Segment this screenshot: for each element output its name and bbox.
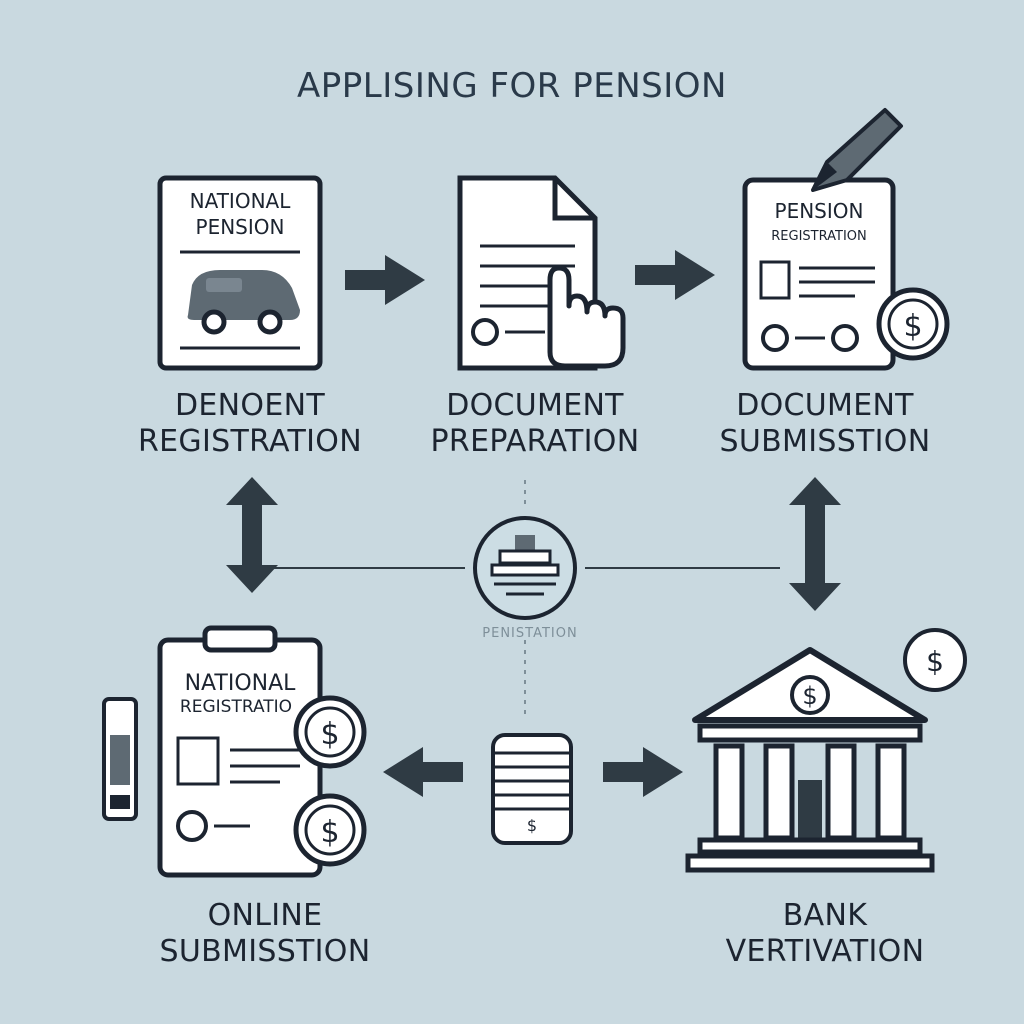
- step1-doc-title2: PENSION: [196, 215, 285, 239]
- step5-label-line2: VERTIVATION: [725, 934, 925, 969]
- clipboard-coins-icon: NATIONAL REGISTRATIO $ $: [157, 625, 367, 878]
- stamp-icon: [473, 516, 577, 620]
- arrow-right-icon: [345, 255, 425, 305]
- phone-icon: [102, 697, 138, 821]
- step4-label-line1: ONLINE: [207, 898, 323, 933]
- step5-label: BANK VERTIVATION: [690, 898, 960, 970]
- seal-icon: [471, 318, 499, 346]
- arrow-right-icon: [603, 747, 683, 797]
- step1-label-line2: REGISTRATION: [138, 424, 362, 459]
- step2-label: DOCUMENT PREPARATION: [400, 388, 670, 460]
- car-icon: [187, 270, 300, 335]
- step4-label: ONLINE SUBMISSTION: [130, 898, 400, 970]
- hand-pointer-icon: [547, 265, 626, 369]
- svg-text:$: $: [802, 682, 817, 710]
- money-stack-icon: $: [491, 733, 573, 845]
- svg-text:$: $: [320, 815, 339, 850]
- step1-label: DENOENT REGISTRATION: [110, 388, 390, 460]
- step1-doc-title1: NATIONAL: [190, 189, 292, 213]
- step5-label-line1: BANK: [782, 898, 868, 933]
- step4-doc-title2: REGISTRATIO: [180, 697, 292, 717]
- coin-icon: $: [903, 628, 967, 692]
- step3-label-line1: DOCUMENT: [736, 388, 914, 423]
- document-pen-icon: PENSION REGISTRATION $: [742, 108, 950, 371]
- diagram-title: APPLISING FOR PENSION: [297, 66, 727, 106]
- document-hand-icon: [457, 175, 626, 371]
- coin-icon: $: [293, 695, 367, 769]
- step4-doc-title1: NATIONAL: [185, 671, 297, 696]
- center-connector: [270, 480, 780, 720]
- pen-icon: [811, 108, 903, 192]
- svg-text:$: $: [926, 645, 944, 678]
- bank-icon: $: [685, 647, 935, 873]
- arrow-up-down-icon: [226, 477, 278, 593]
- arrow-up-down-icon: [789, 477, 841, 611]
- step1-label-line1: DENOENT: [175, 388, 325, 423]
- arrow-right-icon: [635, 250, 715, 300]
- svg-text:$: $: [320, 717, 339, 752]
- arrow-left-icon: [383, 747, 463, 797]
- coin-icon: $: [876, 287, 950, 361]
- svg-text:$: $: [903, 309, 922, 344]
- svg-text:$: $: [527, 816, 537, 835]
- step3-label: DOCUMENT SUBMISSTION: [690, 388, 960, 460]
- step4-label-line2: SUBMISSTION: [159, 934, 371, 969]
- document-car-icon: NATIONAL PENSION: [157, 175, 323, 371]
- center-caption: PENISTATION: [482, 626, 578, 641]
- step3-doc-title1: PENSION: [775, 199, 864, 223]
- step3-doc-title2: REGISTRATION: [771, 229, 866, 244]
- step3-label-line2: SUBMISSTION: [719, 424, 931, 459]
- step2-label-line2: PREPARATION: [430, 424, 640, 459]
- coin-icon: $: [293, 793, 367, 867]
- step2-label-line1: DOCUMENT: [446, 388, 624, 423]
